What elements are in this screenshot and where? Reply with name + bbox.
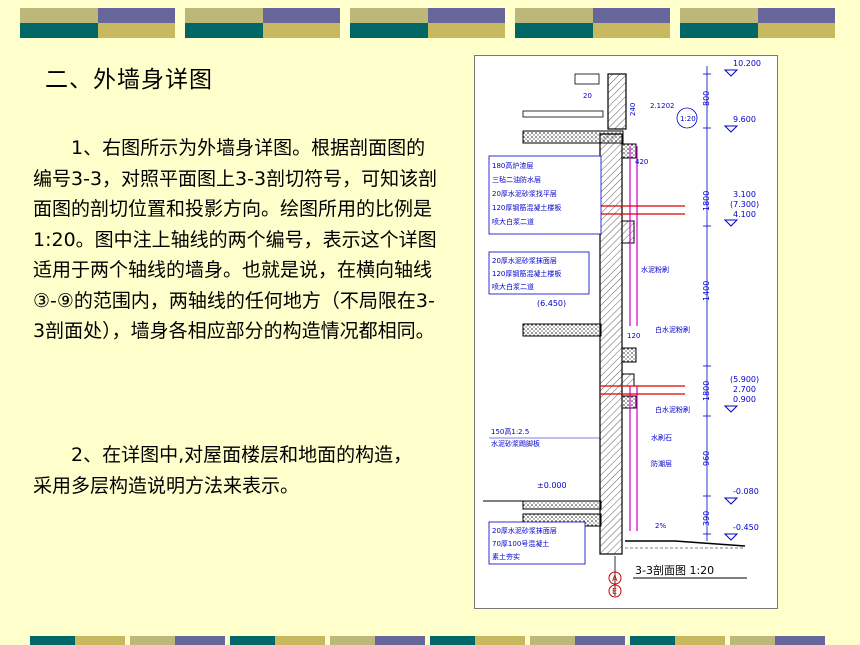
wall-section-drawing: A E 800 1800 1400 1800 960 390 10.200 9.… [474,55,778,609]
dimension-label: 1800 [702,381,711,401]
finish-label: 白水泥粉刷 [655,405,690,414]
elevation-label: ±0.000 [537,481,567,490]
elevation-label: 0.900 [733,395,756,404]
roof-note: 喷大白浆二道 [492,217,534,226]
detail-callout: 1:20 [680,115,696,123]
finish-label: 防潮层 [651,459,672,468]
finish-label: 白水泥粉刷 [655,325,690,334]
elevation-label: 2.700 [733,385,756,394]
elevation-label: (7.300) [730,200,759,209]
band-block [515,8,670,38]
dimension-label: 1400 [702,281,711,301]
ground-note: 20厚水泥砂浆抹面层 [492,526,557,535]
drawing-caption: 3-3剖面图 1:20 [635,563,714,577]
floor-note: 喷大白浆二道 [492,282,534,291]
small-dim: 2.1202 [650,102,675,110]
roof-note: 20厚水泥砂浆找平层 [492,189,557,198]
ground-note: 素土夯实 [492,552,520,561]
axis-label: E [612,587,617,596]
floor-note: 120厚钢筋混凝土楼板 [492,269,561,278]
floor-note: 20厚水泥砂浆抹面层 [492,256,557,265]
elevation-label: 9.600 [733,115,756,124]
dimension-label: 390 [702,511,711,526]
band-block [350,8,505,38]
roof-note: 三毡二油防水层 [492,175,541,184]
elevation-label: -0.450 [733,523,759,532]
dimension-label: 960 [702,451,711,466]
baseboard-note: 水泥砂浆踢脚板 [491,439,540,448]
dimension-label: 1800 [702,191,711,211]
small-dim: 240 [629,103,637,116]
elevation-label: (5.900) [730,375,759,384]
small-dim: 2% [655,522,666,530]
elevation-label: 10.200 [733,59,761,68]
bottom-decorative-band [30,636,830,645]
roof-note: 180高炉渣层 [492,161,533,170]
paragraph-1: 1、右图所示为外墙身详图。根据剖面图的编号3-3，对照平面图上3-3剖切符号，可… [33,137,438,342]
elevation-label: 4.100 [733,210,756,219]
elevation-label: (6.450) [537,299,566,308]
band-block [680,8,835,38]
elevation-label: -0.080 [733,487,759,496]
finish-label: 水刷石 [651,433,672,442]
elevation-label: 3.100 [733,190,756,199]
axis-label: A [612,574,618,583]
roof-note: 120厚钢筋混凝土楼板 [492,203,561,212]
paragraph-2: 2、在详图中,对屋面楼层和地面的构造，采用多层构造说明方法来表示。 [33,444,413,497]
small-dim: 120 [627,332,640,340]
small-dim: 20 [583,92,592,100]
ground-note: 70厚100号混凝土 [492,539,549,548]
baseboard-note: 150高1:2.5 [491,427,529,436]
top-decorative-band [20,8,840,38]
band-block [185,8,340,38]
slide-title: 二、外墙身详图 [45,67,213,93]
small-dim: 420 [635,158,648,166]
band-block [20,8,175,38]
dimension-label: 800 [702,91,711,106]
finish-label: 水泥粉刷 [641,265,669,274]
